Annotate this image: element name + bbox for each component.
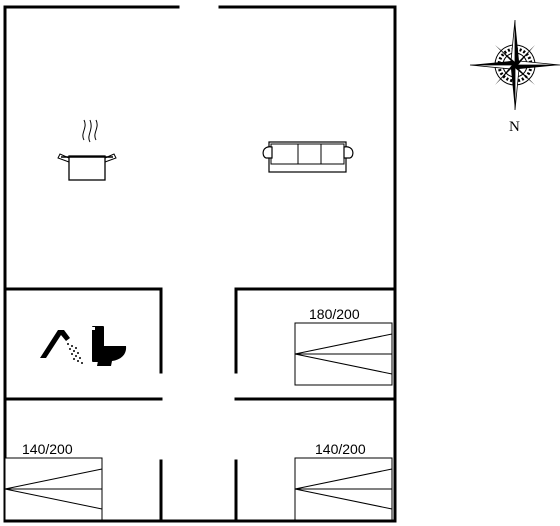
sofa-icon — [262, 141, 354, 173]
cooking-pot-icon — [57, 119, 117, 181]
outer-walls — [3, 5, 397, 523]
shower-icon — [40, 330, 83, 364]
bed-size-label: 140/200 — [315, 441, 366, 457]
bed-size-label: 140/200 — [22, 441, 73, 457]
toilet-icon — [90, 326, 127, 366]
compass-rose-icon: N — [469, 19, 560, 135]
bed-bottom-right: 140/200 — [294, 441, 393, 521]
interior-walls — [3, 287, 397, 523]
bed-size-label: 180/200 — [309, 306, 360, 322]
bed-bottom-left: 140/200 — [4, 441, 103, 521]
north-label: N — [509, 119, 520, 135]
bed-top-right: 180/200 — [294, 306, 393, 386]
